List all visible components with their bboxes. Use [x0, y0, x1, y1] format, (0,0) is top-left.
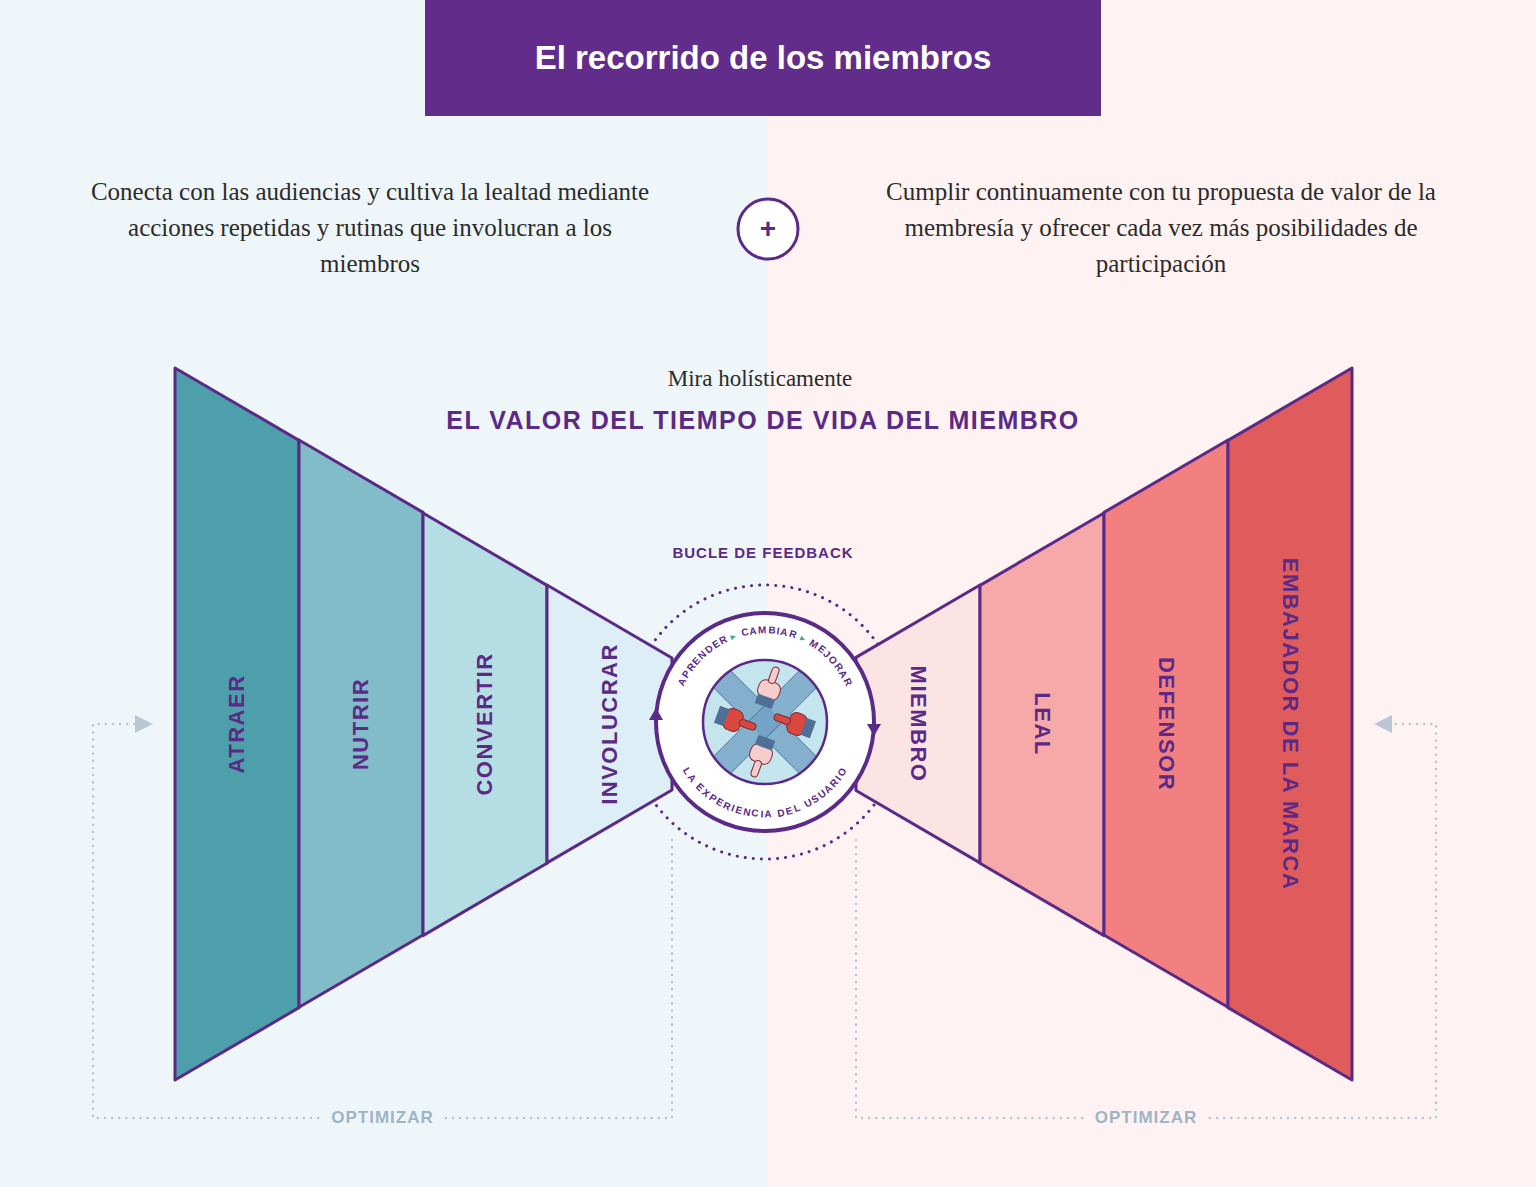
edge-label: OPTIMIZAR: [1087, 1108, 1206, 1128]
left-ground: [0, 0, 768, 1187]
ring-outline: [656, 613, 874, 831]
feedback-circle: APRENDER ▸ CAMBIAR ▸ MEJORARLA EXPERIENC…: [653, 610, 877, 834]
stage-label: NUTRIR: [348, 678, 374, 770]
intro-paragraph: Cumplir continuamente con tu propuesta d…: [851, 174, 1471, 282]
note-text: Mira holísticamente: [360, 364, 1160, 394]
band-shape: [423, 513, 547, 936]
stage-label: EMBAJADOR DE LA MARCA: [1277, 558, 1303, 891]
band-shape: [547, 585, 672, 863]
right-ground: [768, 0, 1536, 1187]
funnel-band: EMBAJADOR DE LA MARCA: [1228, 368, 1352, 1080]
stage-label: LEAL: [1029, 692, 1055, 755]
stage-label: MIEMBRO: [905, 666, 931, 783]
loop-steps: APRENDER ▸ CAMBIAR ▸ MEJORAR: [653, 610, 877, 834]
stage-label: CONVERTIR: [472, 652, 498, 795]
band-shape: [980, 513, 1104, 936]
band-shape: [1228, 368, 1352, 1080]
node-shape: [653, 610, 877, 834]
plus-sign: +: [760, 215, 776, 243]
funnel-band: INVOLUCRAR: [547, 585, 672, 863]
funnel-band: CONVERTIR: [423, 513, 547, 936]
section-heading: EL VALOR DEL TIEMPO DE VIDA DEL MIEMBRO: [313, 404, 1213, 436]
plus-circle: +: [736, 197, 800, 261]
ring-arrow: [649, 708, 663, 720]
intro-paragraph: Conecta con las audiencias y cultiva la …: [80, 174, 660, 282]
funnel-band: ATRAER: [175, 368, 299, 1080]
edge-label: OPTIMIZAR: [323, 1108, 442, 1128]
band-shape: [175, 368, 299, 1080]
stage-label: DEFENSOR: [1153, 657, 1179, 791]
band-shape: [856, 585, 980, 863]
illustration-outline: [703, 660, 827, 784]
band-shape: [1104, 440, 1228, 1007]
funnel-band: DEFENSOR: [1104, 440, 1228, 1007]
stage-label: ATRAER: [224, 674, 250, 773]
title-bar: El recorrido de los miembros: [425, 0, 1101, 116]
funnel-band: NUTRIR: [299, 440, 423, 1007]
plus-outline: [738, 199, 798, 259]
loop-caption: LA EXPERIENCIA DEL USUARIO: [653, 610, 877, 834]
feedback-ring: [628, 585, 902, 859]
funnel-band: LEAL: [980, 513, 1104, 936]
title-text: El recorrido de los miembros: [535, 39, 992, 77]
note-text: BUCLE DE FEEDBACK: [513, 543, 1013, 563]
stage-label: INVOLUCRAR: [597, 643, 623, 805]
hands-illustration: [700, 657, 830, 787]
band-shape: [299, 440, 423, 1007]
